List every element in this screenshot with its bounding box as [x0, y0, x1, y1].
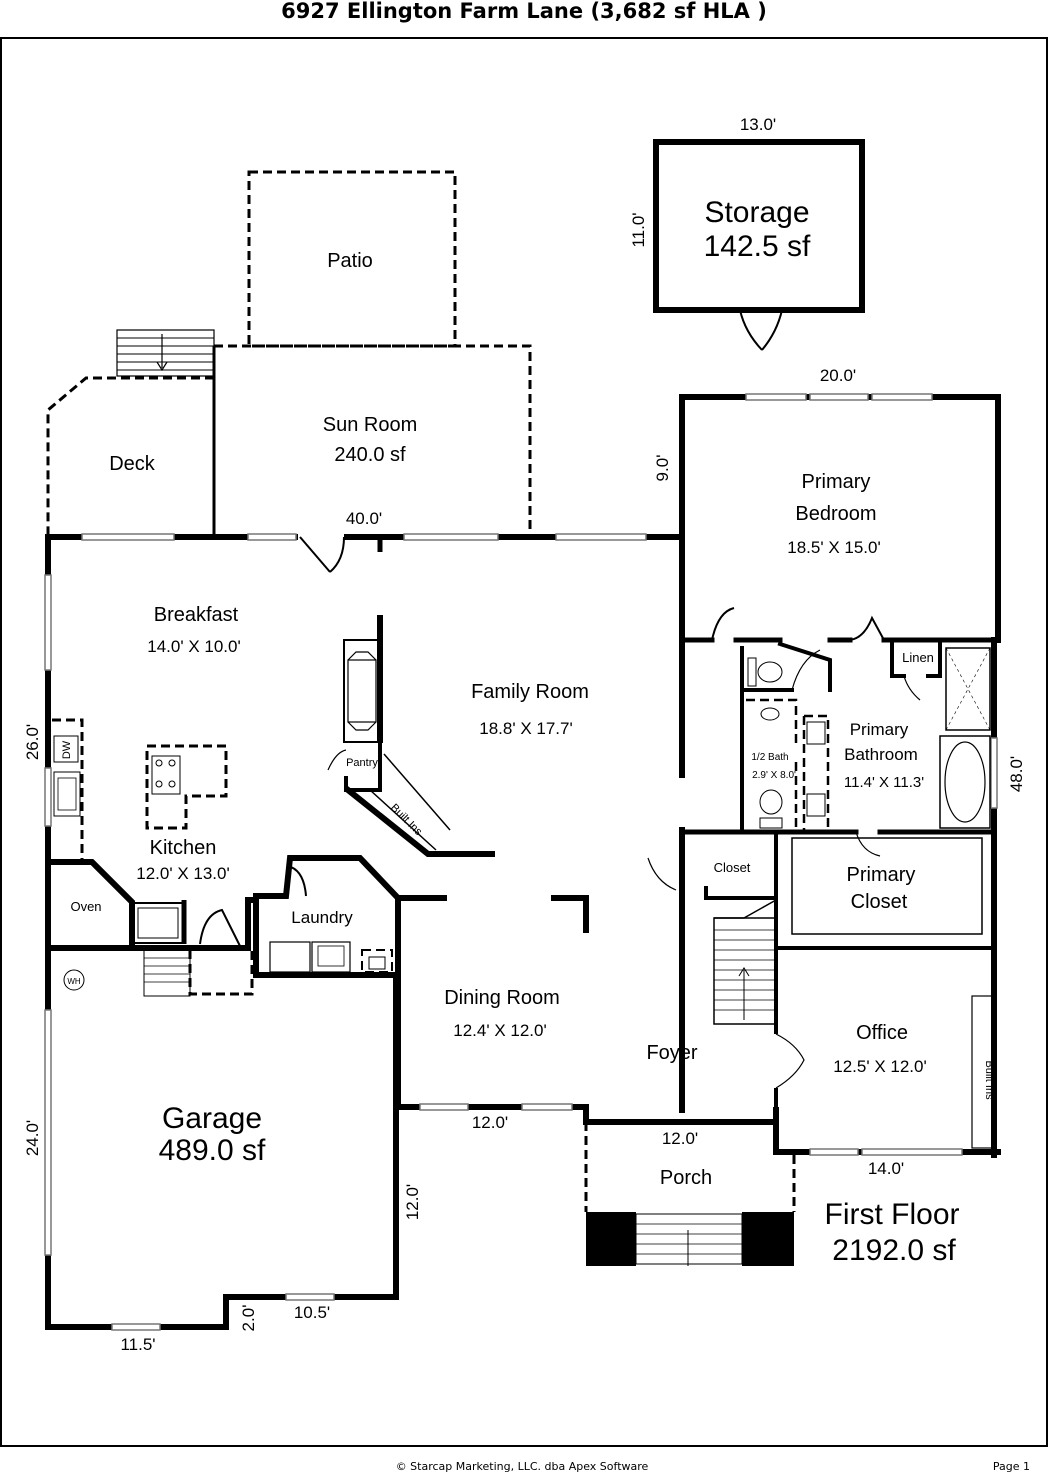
- primary-bedroom-label-1: Primary: [802, 471, 871, 493]
- primary-bathroom-label-1: Primary: [850, 720, 909, 739]
- dim-garage-front-left: 11.5': [120, 1335, 155, 1354]
- copyright: © Starcap Marketing, LLC. dba Apex Softw…: [396, 1460, 649, 1472]
- primary-closet-label-2: Closet: [851, 891, 908, 913]
- office-size: 12.5' X 12.0': [833, 1057, 926, 1076]
- office: Built Ins Office 12.5' X 12.0': [774, 946, 995, 1149]
- dining-room-label: Dining Room: [444, 987, 560, 1009]
- primary-closet-label-1: Primary: [847, 864, 916, 886]
- plan-title: 6927 Ellington Farm Lane (3,682 sf HLA ): [281, 0, 767, 23]
- deck-label: Deck: [109, 453, 156, 475]
- family-room-size: 18.8' X 17.7': [479, 719, 572, 738]
- primary-bedroom-label-2: Bedroom: [795, 503, 876, 525]
- dim-rear-width: 40.0': [346, 509, 382, 528]
- garage-label: Garage: [162, 1102, 262, 1135]
- office-label: Office: [856, 1022, 908, 1044]
- storage-area: 142.5 sf: [704, 230, 811, 263]
- patio: Patio: [247, 170, 457, 348]
- dim-bedroom-width: 20.0': [820, 366, 856, 385]
- sun-room-label: Sun Room: [323, 414, 418, 436]
- built-ins-office-label: Built Ins: [983, 1060, 995, 1100]
- floor-label: First Floor: [825, 1198, 960, 1231]
- laundry-label: Laundry: [291, 908, 353, 927]
- dim-office-width: 14.0': [868, 1159, 904, 1178]
- floor-area: 2192.0 sf: [832, 1234, 956, 1267]
- page-border: [0, 37, 1048, 1447]
- half-bath-size: 2.9' X 8.0': [752, 770, 796, 781]
- primary-bathroom-label-2: Bathroom: [844, 745, 918, 764]
- water-heater-label: WH: [67, 977, 81, 986]
- closet-label: Closet: [714, 860, 751, 875]
- pantry-label: Pantry: [346, 757, 378, 769]
- deck: Deck: [46, 376, 214, 535]
- breakfast-size: 14.0' X 10.0': [147, 637, 240, 656]
- dining-column: [551, 895, 589, 933]
- page-number: Page 1: [993, 1460, 1030, 1472]
- family-room-label: Family Room: [471, 681, 589, 703]
- breakfast-label: Breakfast: [154, 604, 239, 626]
- dim-garage-jog: 2.0': [239, 1305, 258, 1332]
- foyer-label: Foyer: [646, 1042, 697, 1064]
- garage-area: 489.0 sf: [159, 1134, 266, 1167]
- dim-bedroom-depth: 9.0': [653, 455, 672, 482]
- linen-label: Linen: [902, 650, 934, 665]
- dim-right-depth: 48.0': [1007, 756, 1026, 792]
- dim-garage-depth: 24.0': [23, 1120, 42, 1156]
- dim-garage-side: 12.0': [403, 1184, 422, 1220]
- primary-suite-walls: 1/2 Bath 2.9' X 8.0' Linen Primary Bathr…: [679, 607, 997, 857]
- staircase: [713, 899, 777, 1025]
- dim-garage-front-right: 10.5': [294, 1303, 330, 1322]
- fireplace: Pantry Built Ins: [327, 615, 495, 857]
- kitchen-label: Kitchen: [150, 837, 217, 859]
- dim-left-depth: 26.0': [23, 724, 42, 760]
- laundry: Laundry: [245, 855, 403, 978]
- porch-label: Porch: [660, 1167, 712, 1189]
- sun-room: Sun Room 240.0 sf: [212, 344, 532, 535]
- kitchen: DW Oven Kitchen 12.0' X 13.0': [49, 718, 241, 947]
- dim-porch-width: 12.0': [662, 1129, 698, 1148]
- dishwasher-label: DW: [61, 740, 73, 759]
- water-heater: WH: [63, 969, 85, 991]
- dim-front-dining: 12.0': [472, 1113, 508, 1132]
- storage-room: Storage 142.5 sf 13.0' 11.0': [629, 115, 865, 351]
- dining-room-size: 12.4' X 12.0': [453, 1021, 546, 1040]
- garage-steps: [143, 949, 254, 997]
- closet-area: Closet Primary Closet: [647, 830, 996, 950]
- sun-room-area: 240.0 sf: [334, 444, 406, 466]
- half-bath-label: 1/2 Bath: [751, 752, 788, 763]
- porch: Porch: [584, 1122, 796, 1266]
- dim-storage-depth: 11.0': [629, 212, 648, 247]
- primary-bathroom-size: 11.4' X 11.3': [844, 774, 924, 791]
- primary-bedroom-size: 18.5' X 15.0': [787, 538, 880, 557]
- storage-label: Storage: [704, 196, 809, 229]
- deck-stairs: [116, 329, 215, 377]
- dim-storage-width: 13.0': [740, 115, 776, 134]
- exterior-walls: [44, 393, 1001, 1331]
- patio-label: Patio: [327, 250, 373, 272]
- oven-label: Oven: [70, 899, 101, 914]
- kitchen-size: 12.0' X 13.0': [136, 864, 229, 883]
